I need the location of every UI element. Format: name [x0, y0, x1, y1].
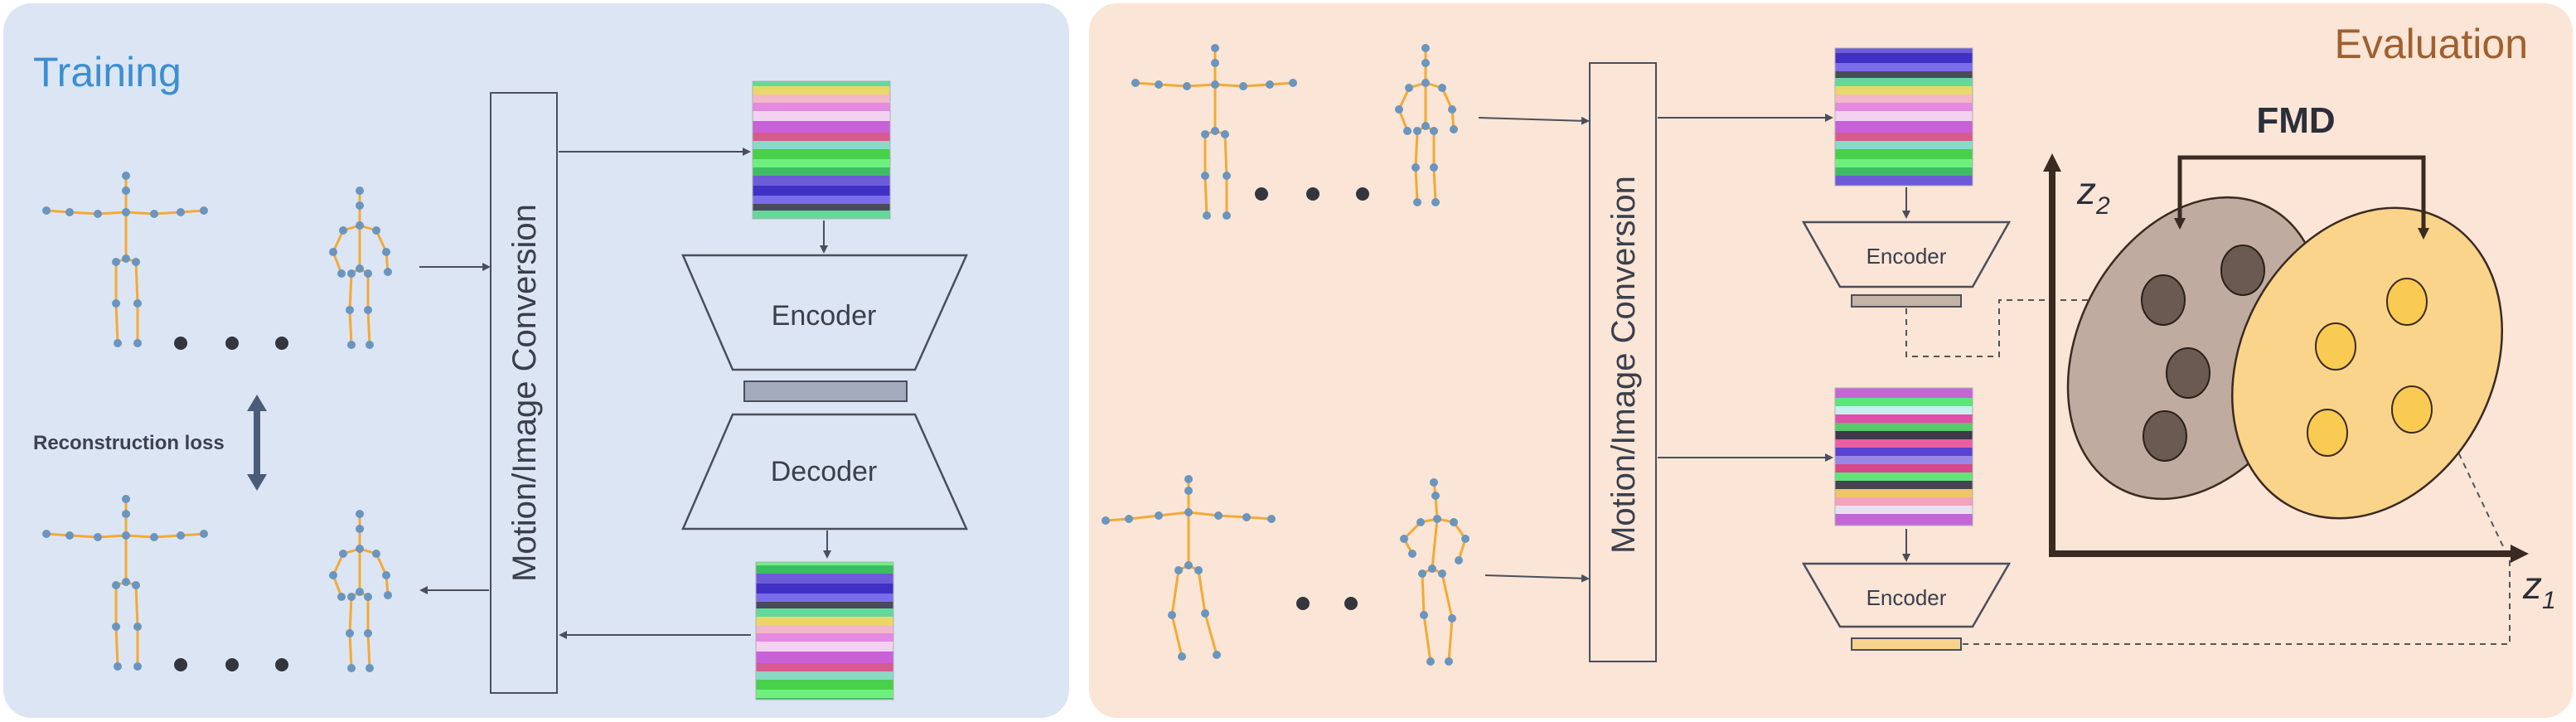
skeleton-recon-2: [329, 510, 392, 672]
z1-axis-label: z1: [2522, 564, 2556, 614]
skeleton-train-1: [42, 172, 208, 347]
motion-image-input: [752, 80, 891, 220]
evaluation-title: Evaluation: [2335, 21, 2529, 67]
reconstruction-loss-label: Reconstruction loss: [33, 432, 225, 454]
evaluation-conversion-block: [1589, 62, 1657, 662]
dashed-generated-to-cluster: [1963, 424, 2511, 645]
skeleton-generated-2: [1400, 478, 1470, 666]
evaluation-encoder-bottom-label: Encoder: [1867, 585, 1947, 610]
ellipsis-top-icon: [174, 337, 288, 350]
latent-bar-real: [1851, 294, 1962, 308]
ellipsis-eval-bottom-icon: [1296, 597, 1358, 610]
z2-axis-label: z2: [2076, 169, 2110, 220]
skeleton-recon-1: [42, 495, 208, 671]
double-arrow-icon: [247, 395, 267, 491]
evaluation-encoder-top: [1801, 220, 2012, 288]
fmd-label: FMD: [2256, 100, 2335, 141]
skeleton-real-1: [1131, 44, 1297, 220]
ellipsis-bottom-icon: [174, 658, 288, 671]
training-conversion-block: [490, 92, 558, 694]
real-latent-points: [2141, 245, 2265, 462]
training-conversion-label: Motion/Image Conversion: [506, 204, 543, 582]
evaluation-encoder-bottom: [1801, 562, 2012, 628]
skeleton-train-2: [329, 187, 392, 349]
motion-image-output: [755, 561, 894, 700]
generated-latent-points: [2307, 278, 2433, 457]
generated-distribution-cluster: [2231, 206, 2503, 520]
training-encoder: [681, 254, 968, 371]
evaluation-conversion-label: Motion/Image Conversion: [1605, 176, 1642, 554]
motion-image-generated: [1834, 387, 1973, 526]
training-decoder-label: Decoder: [771, 456, 878, 487]
evaluation-encoder-top-label: Encoder: [1867, 244, 1947, 269]
ellipsis-eval-top-icon: [1255, 187, 1369, 201]
dashed-real-to-cluster: [1905, 299, 2089, 357]
training-encoder-label: Encoder: [772, 300, 877, 332]
latent-bar-training: [743, 380, 908, 402]
latent-bar-generated: [1851, 637, 1962, 651]
fmd-bracket: [2177, 155, 2426, 229]
motion-image-real: [1834, 47, 1973, 187]
skeleton-generated-1: [1102, 475, 1276, 661]
arrow-real-to-conversion: [1478, 116, 1590, 125]
training-title: Training: [33, 49, 182, 95]
evaluation-panel: [1089, 3, 2573, 718]
skeleton-real-2: [1395, 44, 1458, 206]
training-decoder: [681, 413, 968, 531]
arrow-generated-to-conversion: [1484, 574, 1590, 583]
